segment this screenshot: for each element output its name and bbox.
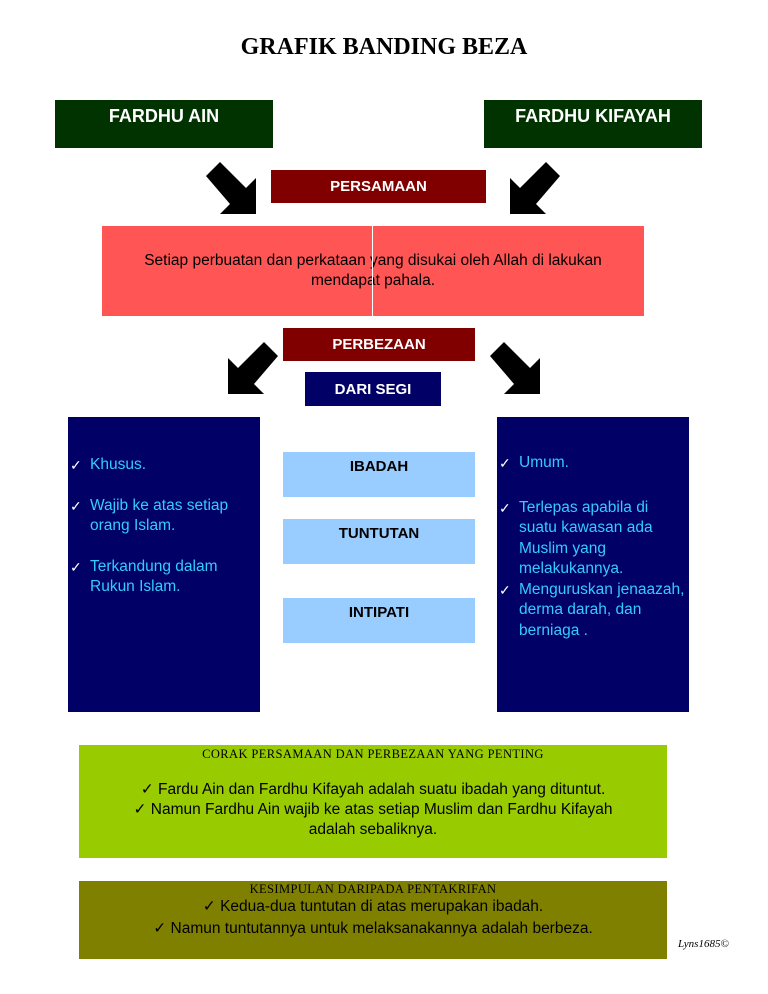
dari-segi-label: DARI SEGI (305, 372, 441, 406)
list-item: ✓ Menguruskan jenaazah, derma darah, dan… (499, 580, 685, 639)
category-tuntutan: TUNTUTAN (283, 519, 475, 564)
kesimpulan-box: KESIMPULAN DARIPADA PENTAKRIFAN ✓ Kedua-… (79, 881, 667, 959)
corak-heading: CORAK PERSAMAAN DAN PERBEZAAN YANG PENTI… (202, 747, 544, 761)
kesimpulan-line1: Kedua-dua tuntutan di atas merupakan iba… (220, 898, 544, 915)
signature: Lyns1685© (678, 938, 729, 950)
arrow-down-left-icon (510, 162, 560, 214)
persamaan-text-line1: Setiap perbuatan dan perkataan yang disu… (144, 252, 602, 269)
corak-line3: adalah sebaliknya. (308, 821, 438, 838)
checkmark-icon: ✓ (202, 898, 216, 915)
header-fardhu-kifayah: FARDHU KIFAYAH (484, 100, 702, 148)
checkmark-icon: ✓ (70, 497, 82, 514)
left-panel: ✓ Khusus. ✓ Wajib ke atas setiap orang I… (68, 417, 260, 712)
checkmark-icon: ✓ (153, 920, 167, 937)
list-item: ✓ Khusus. (68, 455, 256, 476)
checkmark-icon: ✓ (70, 558, 82, 575)
list-item: ✓ Wajib ke atas setiap orang Islam. (70, 496, 229, 535)
checkmark-icon: ✓ (140, 781, 154, 798)
list-item: ✓ Terkandung dalam Rukun Islam. (70, 557, 218, 596)
persamaan-text-line2: mendapat pahala. (310, 272, 436, 289)
page-title: GRAFIK BANDING BEZA (240, 34, 528, 60)
corak-line1: Fardu Ain dan Fardhu Kifayah adalah suat… (158, 781, 606, 798)
corak-box: CORAK PERSAMAAN DAN PERBEZAAN YANG PENTI… (79, 745, 667, 858)
persamaan-label: PERSAMAAN (271, 170, 486, 203)
list-item: ✓ Terlepas apabila di suatu kawasan ada … (499, 498, 653, 578)
perbezaan-label: PERBEZAAN (283, 328, 475, 361)
arrow-down-left-icon (228, 342, 278, 394)
checkmark-icon: ✓ (70, 457, 82, 473)
checkmark-icon: ✓ (133, 801, 147, 818)
checkmark-icon: ✓ (499, 581, 511, 598)
arrow-down-right-icon (206, 162, 256, 214)
right-panel: ✓ Umum. ✓ Terlepas apabila di suatu kawa… (497, 417, 689, 712)
kesimpulan-line2: Namun tuntutannya untuk melaksanakannya … (170, 920, 593, 937)
category-ibadah: IBADAH (283, 452, 475, 497)
persamaan-divider (372, 226, 373, 316)
persamaan-box: Setiap perbuatan dan perkataan yang disu… (102, 226, 644, 316)
category-intipati: INTIPATI (283, 598, 475, 643)
header-fardhu-ain: FARDHU AIN (55, 100, 273, 148)
checkmark-icon: ✓ (499, 455, 511, 471)
corak-line2: Namun Fardhu Ain wajib ke atas setiap Mu… (150, 801, 613, 818)
arrow-down-right-icon (490, 342, 540, 394)
kesimpulan-heading: KESIMPULAN DARIPADA PENTAKRIFAN (249, 882, 497, 896)
checkmark-icon: ✓ (499, 499, 511, 516)
list-item: ✓ Umum. (497, 453, 687, 474)
